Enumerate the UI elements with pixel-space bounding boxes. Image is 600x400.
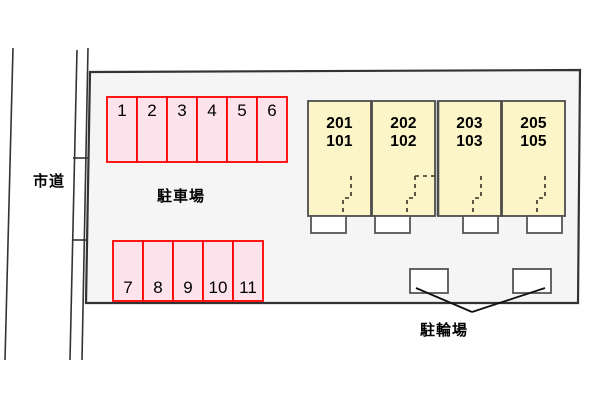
unit-number-lower: 101 <box>326 133 353 150</box>
parking-stall-number: 7 <box>123 278 133 297</box>
unit-stair-dashed-line <box>406 176 416 216</box>
unit-number-upper: 205 <box>520 115 547 132</box>
parking-stall[interactable] <box>166 96 198 163</box>
building-unit[interactable] <box>501 100 566 217</box>
unit-stair-dashed-line <box>472 176 482 216</box>
parking-stall-number: 11 <box>239 278 257 297</box>
unit-balcony[interactable] <box>462 215 499 234</box>
bicycle-parking-label: 駐輪場 <box>420 322 469 339</box>
unit-stair-dashed-line <box>536 176 546 216</box>
parking-stall-number: 10 <box>208 278 228 297</box>
parking-stall[interactable] <box>202 240 234 302</box>
bicycle-parking-box[interactable] <box>409 268 449 294</box>
bicycle-parking-leader-line <box>471 287 546 313</box>
unit-balcony[interactable] <box>310 215 347 234</box>
parking-stall[interactable] <box>226 96 258 163</box>
unit-number-lower: 102 <box>390 133 417 150</box>
unit-number-upper: 203 <box>456 115 483 132</box>
parking-stall-number: 2 <box>147 101 157 120</box>
bicycle-parking-leader-line <box>415 287 473 313</box>
building-units-layer <box>307 100 566 234</box>
parking-stall[interactable] <box>106 96 138 163</box>
parking-stall-number: 5 <box>237 101 247 120</box>
parking-row-bottom <box>112 240 264 302</box>
parking-stall-number: 1 <box>117 101 127 120</box>
parking-stall[interactable] <box>232 240 264 302</box>
bicycle-parking-box[interactable] <box>512 268 552 294</box>
unit-number-lower: 103 <box>456 133 483 150</box>
parking-stall[interactable] <box>256 96 288 163</box>
bicycle-parking-layer <box>409 268 552 313</box>
unit-balcony[interactable] <box>374 215 411 234</box>
unit-balcony[interactable] <box>526 215 563 234</box>
unit-stair-dashed-line <box>342 176 352 216</box>
road-boundary-lines <box>4 47 89 361</box>
parking-stall-number: 3 <box>177 101 187 120</box>
unit-number-upper: 202 <box>390 115 417 132</box>
parking-stall[interactable] <box>196 96 228 163</box>
road-label: 市道 <box>33 173 66 190</box>
parking-stall[interactable] <box>142 240 174 302</box>
parking-stall[interactable] <box>172 240 204 302</box>
parking-stall-number: 9 <box>183 278 193 297</box>
building-unit-footprint[interactable] <box>371 100 436 217</box>
parking-stall-number: 6 <box>267 101 277 120</box>
building-unit[interactable] <box>371 100 437 217</box>
parking-row-top <box>106 96 288 163</box>
building-unit-footprint[interactable] <box>501 100 566 217</box>
parking-stall-number: 8 <box>153 278 163 297</box>
parking-area-label: 駐車場 <box>157 188 206 205</box>
parking-stall[interactable] <box>112 240 144 302</box>
parking-stall-number: 4 <box>207 101 217 120</box>
unit-number-upper: 201 <box>326 115 353 132</box>
unit-number-lower: 105 <box>520 133 547 150</box>
parking-stalls-layer <box>106 96 288 302</box>
